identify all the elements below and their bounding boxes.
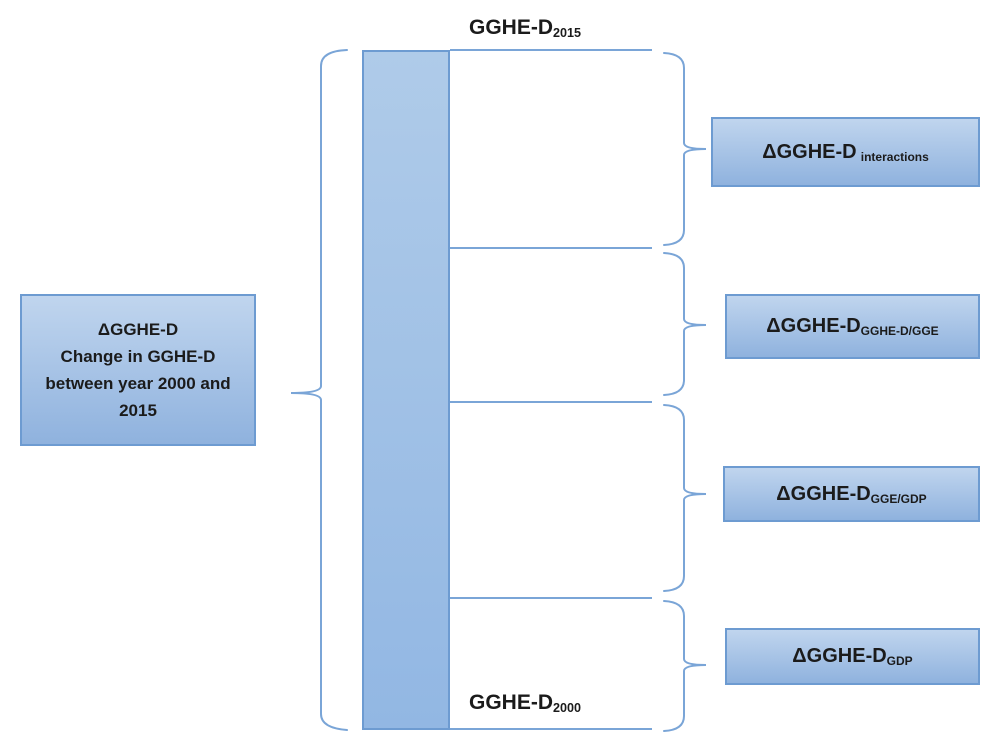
- divider-line-bottom: [450, 728, 652, 730]
- bar-top-label: GGHE-D2015: [430, 16, 620, 40]
- decomposition-sub-2: GGE/GDP: [870, 491, 927, 506]
- left-summary-text: ΔGGHE-D Change in GGHE-D between year 20…: [45, 316, 230, 424]
- left-summary-line1: ΔGGHE-D: [97, 320, 179, 339]
- decomposition-main-3: ΔGGHE-D: [792, 645, 887, 667]
- decomposition-box-gghe-d-gge-label: ΔGGHE-DGGHE-D/GGE: [766, 315, 938, 338]
- decomposition-main-0: ΔGGHE-D: [762, 140, 857, 163]
- decomposition-main-1: ΔGGHE-D: [766, 315, 861, 337]
- segment-brace-interactions-icon: [663, 52, 707, 246]
- decomposition-box-gdp-label: ΔGGHE-DGDP: [792, 645, 912, 668]
- decomposition-box-gghe-d-gge: ΔGGHE-DGGHE-D/GGE: [725, 294, 980, 359]
- bar-top-label-main: GGHE-D: [468, 16, 553, 39]
- left-curly-brace-icon: [290, 49, 348, 731]
- bar-bottom-label: GGHE-D2000: [430, 691, 620, 715]
- bar-bottom-label-sub: 2000: [552, 701, 582, 716]
- divider-line-3: [450, 597, 652, 599]
- decomposition-box-gge-gdp-label: ΔGGHE-DGGE/GDP: [776, 483, 926, 506]
- decomposition-main-2: ΔGGHE-D: [776, 482, 871, 505]
- divider-line-1: [450, 247, 652, 249]
- decomposition-box-gdp: ΔGGHE-DGDP: [725, 628, 980, 685]
- stacked-bar: [362, 50, 450, 730]
- decomposition-sub-0: interactions: [860, 149, 929, 164]
- divider-line-top: [450, 49, 652, 51]
- segment-brace-gdp-icon: [663, 600, 707, 732]
- bar-bottom-label-main: GGHE-D: [468, 691, 553, 714]
- divider-line-2: [450, 401, 652, 403]
- decomposition-sub-3: GDP: [886, 654, 913, 668]
- bar-top-label-sub: 2015: [552, 26, 582, 41]
- left-summary-line2: Change in GGHE-D: [60, 347, 216, 366]
- segment-brace-gghe-d-gge-icon: [663, 252, 707, 396]
- left-summary-box: ΔGGHE-D Change in GGHE-D between year 20…: [20, 294, 256, 446]
- left-summary-line3: between year 2000 and: [45, 374, 231, 393]
- left-summary-line4: 2015: [119, 401, 157, 420]
- segment-brace-gge-gdp-icon: [663, 404, 707, 592]
- decomposition-box-gge-gdp: ΔGGHE-DGGE/GDP: [723, 466, 980, 522]
- decomposition-sub-1: GGHE-D/GGE: [860, 324, 939, 338]
